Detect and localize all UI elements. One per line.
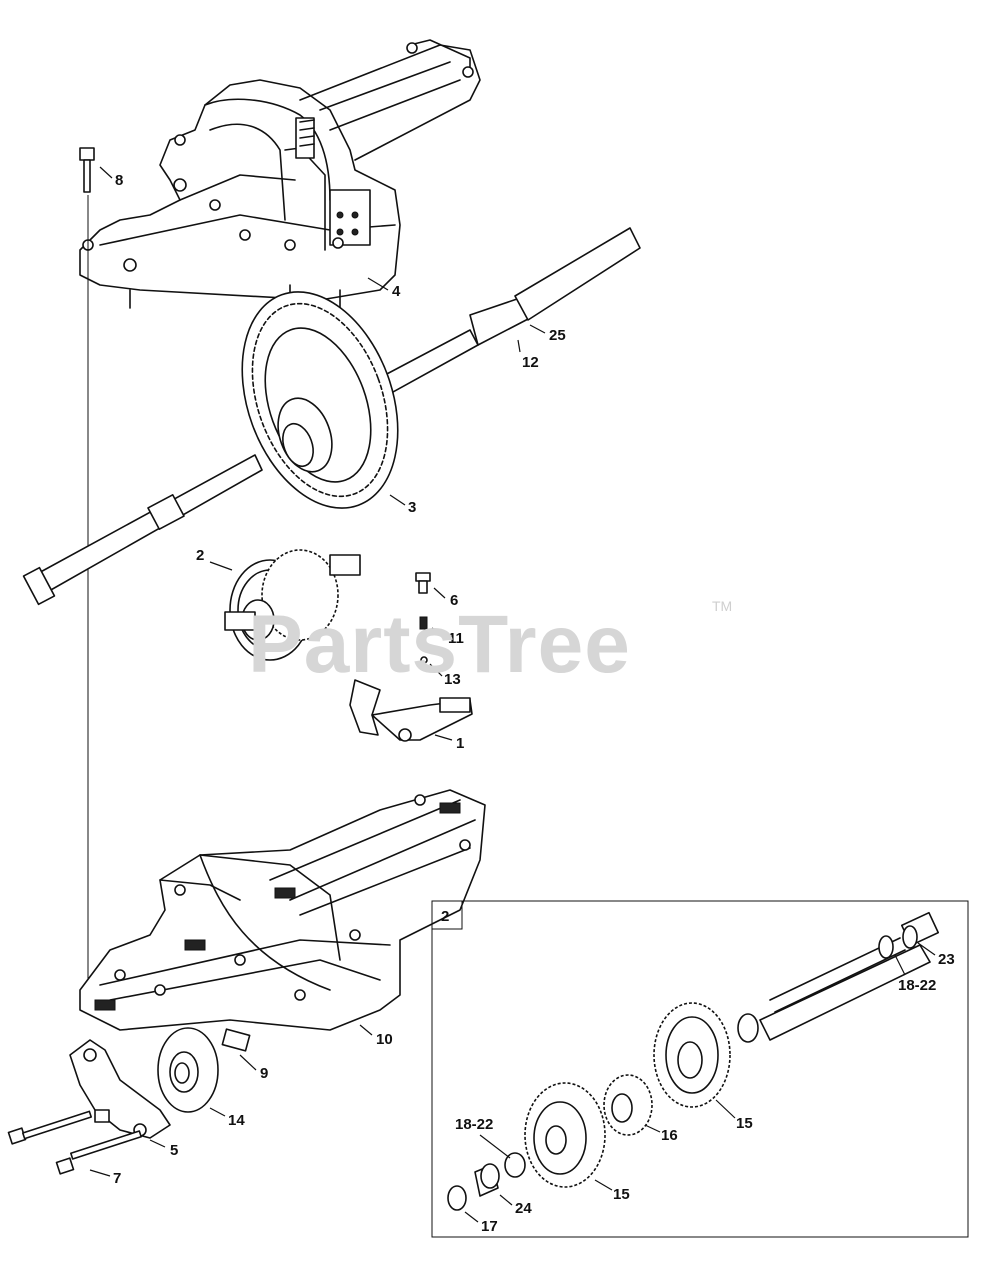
watermark-trademark: TM bbox=[712, 598, 733, 614]
callout-14[interactable]: 14 bbox=[228, 1112, 245, 1129]
callout-24[interactable]: 24 bbox=[515, 1200, 532, 1217]
inset-panel-part-2: 2 bbox=[431, 900, 969, 1238]
callout-18-22-lower[interactable]: 18-22 bbox=[455, 1116, 493, 1133]
callout-10[interactable]: 10 bbox=[376, 1031, 393, 1048]
inset-bevel-gear-15[interactable] bbox=[653, 1002, 731, 1108]
shift-fork-part-1[interactable] bbox=[349, 679, 473, 742]
callout-25[interactable]: 25 bbox=[549, 327, 566, 344]
callout-15-spur[interactable]: 15 bbox=[613, 1186, 630, 1203]
callout-7[interactable]: 7 bbox=[113, 1170, 121, 1187]
inset-gear-16[interactable] bbox=[603, 1074, 653, 1136]
key-part-9[interactable] bbox=[221, 1028, 251, 1052]
drive-gear-part-3[interactable] bbox=[214, 270, 426, 530]
callout-1[interactable]: 1 bbox=[456, 735, 464, 752]
callout-labels: 8 4 25 12 3 2 6 11 13 1 10 9 14 5 7 23 1… bbox=[113, 172, 955, 1235]
callout-15-bevel[interactable]: 15 bbox=[736, 1115, 753, 1132]
brake-disc-part-14[interactable] bbox=[157, 1027, 219, 1113]
partstree-watermark: PartsTree bbox=[248, 599, 631, 690]
inset-spur-gear-15[interactable] bbox=[524, 1082, 606, 1188]
callout-2[interactable]: 2 bbox=[196, 547, 204, 564]
lower-housing-part-10[interactable] bbox=[79, 789, 486, 1031]
ball-part-13[interactable] bbox=[420, 656, 428, 664]
leader-lines bbox=[89, 166, 936, 1223]
differential-part-2[interactable] bbox=[224, 549, 361, 661]
callout-3[interactable]: 3 bbox=[408, 499, 416, 516]
inset-label: 2 bbox=[441, 908, 449, 925]
callout-6[interactable]: 6 bbox=[450, 592, 458, 609]
inset-washer-18-22-a[interactable] bbox=[878, 935, 894, 959]
callout-23[interactable]: 23 bbox=[938, 951, 955, 968]
inset-bushing-24[interactable] bbox=[474, 1163, 500, 1197]
bolt-part-8[interactable] bbox=[79, 147, 95, 193]
callout-17[interactable]: 17 bbox=[481, 1218, 498, 1235]
bolt-part-7[interactable] bbox=[7, 1110, 142, 1175]
callout-12[interactable]: 12 bbox=[522, 354, 539, 371]
callout-4[interactable]: 4 bbox=[392, 283, 401, 300]
callout-8[interactable]: 8 bbox=[115, 172, 123, 189]
inset-ring-23[interactable] bbox=[902, 925, 918, 949]
callout-18-22-upper[interactable]: 18-22 bbox=[898, 977, 936, 994]
callout-11[interactable]: 11 bbox=[448, 630, 464, 647]
brake-bracket-part-5[interactable] bbox=[69, 1039, 171, 1139]
callout-13[interactable]: 13 bbox=[444, 671, 461, 688]
callout-5[interactable]: 5 bbox=[170, 1142, 178, 1159]
upper-housing-part-4[interactable] bbox=[79, 39, 481, 311]
plug-part-6[interactable] bbox=[415, 572, 431, 594]
inset-ring-17[interactable] bbox=[447, 1185, 467, 1211]
callout-9[interactable]: 9 bbox=[260, 1065, 268, 1082]
inset-label-box bbox=[431, 900, 463, 930]
inset-frame bbox=[431, 900, 969, 1238]
callout-16[interactable]: 16 bbox=[661, 1127, 678, 1144]
inset-washer-18-22-b[interactable] bbox=[504, 1152, 526, 1178]
spring-part-11[interactable] bbox=[419, 616, 428, 630]
